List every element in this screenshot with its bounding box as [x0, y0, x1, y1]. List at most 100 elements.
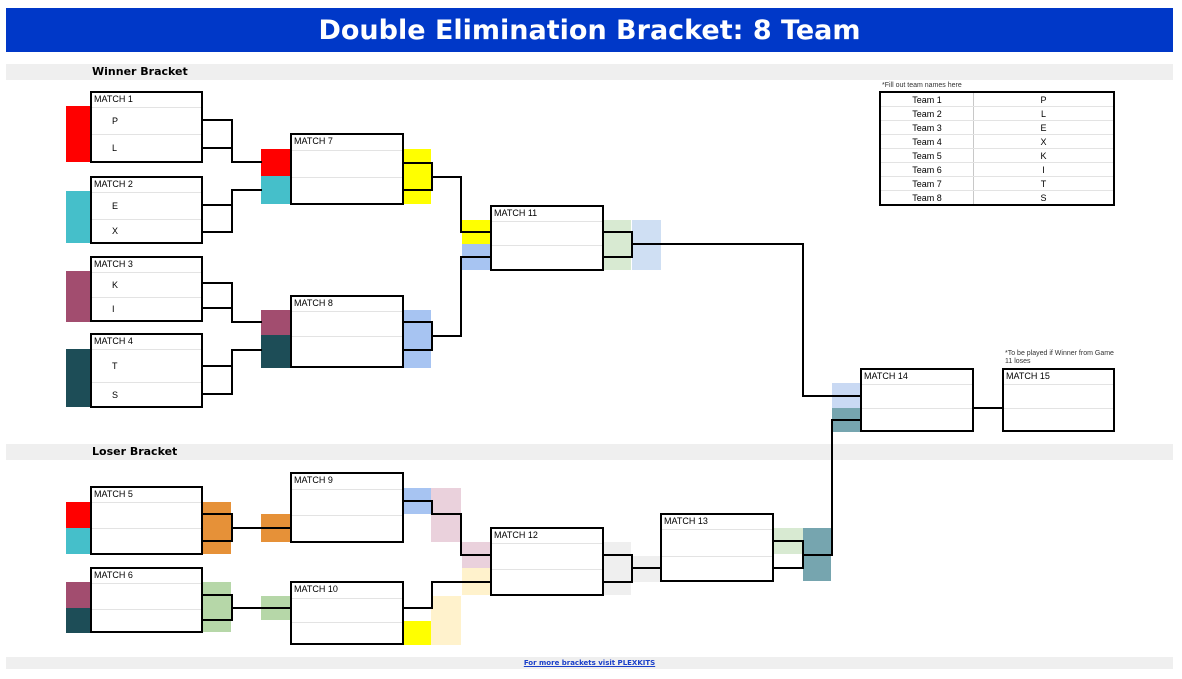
team-tab-e-x — [66, 191, 90, 243]
match-4-title: MATCH 4 — [92, 335, 201, 350]
match-3: MATCH 3 K I — [90, 256, 203, 322]
m10-out-tab-b — [431, 596, 461, 645]
match-14-slot-bottom[interactable] — [862, 409, 972, 430]
match-12-slot-top[interactable] — [492, 544, 602, 570]
match-6-slot-bottom[interactable] — [92, 610, 201, 631]
connector-m2-m7 — [202, 189, 262, 233]
m8-tab-top — [261, 310, 290, 335]
match-3-team-bottom[interactable]: I — [112, 304, 115, 314]
m7-out-tab — [403, 149, 431, 204]
team-tab-k-i — [66, 271, 90, 322]
match-2-team-top[interactable]: E — [112, 201, 119, 211]
match-10: MATCH 10 — [290, 581, 404, 645]
team-name[interactable]: L — [973, 106, 1114, 121]
loser-bracket-header: Loser Bracket — [6, 444, 1173, 460]
match-4-team-bottom[interactable]: S — [112, 389, 119, 400]
team-name[interactable]: T — [973, 176, 1114, 191]
team-tab-p-l — [66, 106, 90, 162]
m7-tab-bottom — [261, 176, 290, 204]
match-11-title: MATCH 11 — [492, 207, 602, 222]
m7-tab-top — [261, 149, 290, 176]
connector-m13-m14 — [773, 419, 860, 569]
m8-tab-bottom — [261, 335, 290, 368]
connector-m10-m12 — [403, 581, 490, 609]
match-1-team-top[interactable]: P — [112, 116, 119, 126]
match-13-title: MATCH 13 — [662, 515, 772, 530]
team-name[interactable]: P — [973, 92, 1114, 107]
match-9-slot-top[interactable] — [292, 490, 402, 516]
match-15-slot-top[interactable] — [1004, 385, 1113, 409]
match-7-title: MATCH 7 — [292, 135, 402, 151]
plexkits-link[interactable]: For more brackets visit PLEXKITS — [523, 659, 656, 667]
match-13-slot-top[interactable] — [662, 530, 772, 557]
connector-m1-m7 — [202, 119, 262, 163]
match-7-slot-bottom[interactable] — [292, 178, 402, 203]
page-title: Double Elimination Bracket: 8 Team — [6, 8, 1173, 52]
match-7: MATCH 7 — [290, 133, 404, 205]
m11-out-tab — [603, 220, 631, 270]
fill-note: *Fill out team names here — [882, 82, 962, 89]
m5-out-tab — [202, 502, 231, 554]
match-15-slot-bottom[interactable] — [1004, 409, 1113, 430]
match-13-slot-bottom[interactable] — [662, 557, 772, 580]
match-11: MATCH 11 — [490, 205, 604, 271]
connector-m7-m11 — [403, 162, 490, 233]
m6-out-tab — [202, 582, 231, 632]
team-name[interactable]: K — [973, 148, 1114, 163]
match-5-slot-top[interactable] — [92, 503, 201, 529]
match-15-title: MATCH 15 — [1004, 370, 1113, 385]
match-11-slot-bottom[interactable] — [492, 246, 602, 269]
match-8-slot-bottom[interactable] — [292, 337, 402, 366]
match-6-title: MATCH 6 — [92, 569, 201, 584]
m12-out-tab — [603, 542, 631, 595]
match-4-team-top[interactable]: T — [112, 361, 118, 371]
match-10-slot-bottom[interactable] — [292, 623, 402, 643]
match-4: MATCH 4 T S — [90, 333, 203, 408]
match-15: MATCH 15 — [1002, 368, 1115, 432]
match-6: MATCH 6 — [90, 567, 203, 633]
m6-tab-bottom — [66, 608, 90, 633]
match-12-slot-bottom[interactable] — [492, 570, 602, 594]
match-14: MATCH 14 — [860, 368, 974, 432]
match-8-title: MATCH 8 — [292, 297, 402, 312]
team-label: Team 5 — [880, 148, 974, 163]
match-9-slot-bottom[interactable] — [292, 516, 402, 541]
match-14-slot-top[interactable] — [862, 385, 972, 409]
connector-m6-m10 — [202, 594, 290, 621]
team-label: Team 6 — [880, 162, 974, 177]
match-3-team-top[interactable]: K — [112, 280, 119, 290]
team-tab-t-s — [66, 349, 90, 407]
connector-m3-m8 — [202, 282, 262, 323]
match-8-slot-top[interactable] — [292, 312, 402, 337]
team-label: Team 4 — [880, 134, 974, 149]
team-name[interactable]: S — [973, 190, 1114, 206]
m5-tab-bottom — [66, 528, 90, 554]
team-name[interactable]: E — [973, 120, 1114, 135]
m6-tab-top — [66, 582, 90, 608]
m5-tab-top — [66, 502, 90, 528]
team-name[interactable]: I — [973, 162, 1114, 177]
m10-out-tab-a — [403, 621, 431, 645]
m8-out-tab — [403, 310, 431, 368]
connector-m8-m11 — [403, 256, 490, 351]
match-7-slot-top[interactable] — [292, 151, 402, 178]
match-2: MATCH 2 E X — [90, 176, 203, 244]
match-11-slot-top[interactable] — [492, 222, 602, 246]
team-label: Team 2 — [880, 106, 974, 121]
team-name[interactable]: X — [973, 134, 1114, 149]
match-2-team-bottom[interactable]: X — [112, 226, 119, 236]
match-5-title: MATCH 5 — [92, 488, 201, 503]
match-1-team-bottom[interactable]: L — [112, 143, 118, 153]
match-5-slot-bottom[interactable] — [92, 529, 201, 553]
match-10-title: MATCH 10 — [292, 583, 402, 599]
match-6-slot-top[interactable] — [92, 584, 201, 610]
match-10-slot-top[interactable] — [292, 599, 402, 623]
team-label: Team 3 — [880, 120, 974, 135]
